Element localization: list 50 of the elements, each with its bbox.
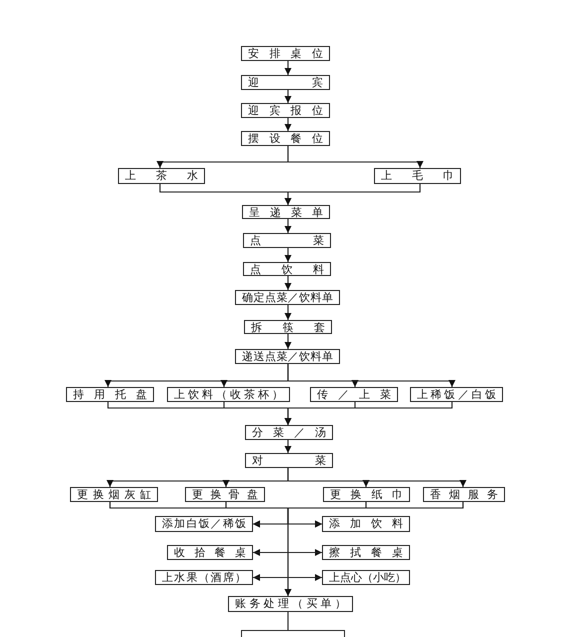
process-box: 拆筷套 [244, 320, 332, 334]
arrow [287, 502, 464, 528]
arrow [287, 523, 322, 556]
arrow [284, 61, 292, 75]
process-box: 上茶水 [118, 168, 205, 184]
process-box: 传／上菜 [310, 387, 398, 402]
process-box: 更换烟灰缸 [70, 487, 158, 502]
process-box: 对菜 [245, 453, 333, 468]
arrow [284, 305, 292, 320]
process-box: 分菜／汤 [245, 425, 333, 440]
process-box: 递送点菜／饮料单 [235, 349, 340, 364]
process-box: 更换骨盘 [185, 487, 265, 502]
process-box: 更换纸巾 [323, 487, 410, 502]
arrow [284, 90, 292, 103]
process-box: 持用托盘 [66, 387, 154, 402]
connector-line [287, 612, 289, 630]
process-box: 香烟服务 [423, 487, 505, 502]
process-box: 点饮料 [243, 262, 331, 276]
arrow [284, 219, 292, 233]
arrow [284, 184, 421, 205]
process-box: 迎宾 [241, 75, 330, 90]
process-box: 上稀饭／白饭 [410, 387, 503, 402]
arrow [284, 118, 292, 131]
arrow [287, 468, 466, 487]
arrow [284, 440, 292, 453]
arrow [253, 552, 289, 581]
arrow [284, 402, 453, 425]
process-box: 擦拭餐桌 [322, 545, 410, 560]
arrow [284, 576, 322, 596]
process-box: 呈递菜单 [242, 205, 330, 219]
arrow [253, 523, 289, 556]
process-box: 上饮料（收茶杯） [167, 387, 290, 402]
process-box: 添加白饭／稀饭 [155, 516, 253, 532]
process-box: 上水果（酒席） [155, 570, 253, 585]
arrow [284, 334, 292, 349]
process-box: 确定点菜／饮料单 [235, 290, 340, 305]
process-box: 上毛巾 [374, 168, 461, 184]
process-box: 安排桌位 [241, 46, 330, 61]
process-box: 迎宾报位 [241, 103, 330, 118]
process-box: 添加饮料 [322, 516, 410, 532]
process-box: 上点心（小吃） [322, 570, 410, 585]
arrow [284, 276, 292, 290]
process-box: 账务处理（买单） [228, 596, 353, 612]
arrow [287, 552, 322, 581]
arrow [287, 364, 456, 387]
arrow [284, 248, 292, 262]
process-box: 点菜 [243, 233, 331, 248]
process-box: 摆设餐位 [241, 131, 330, 146]
arrow [287, 146, 424, 168]
process-box: 收拾餐桌 [167, 545, 253, 560]
